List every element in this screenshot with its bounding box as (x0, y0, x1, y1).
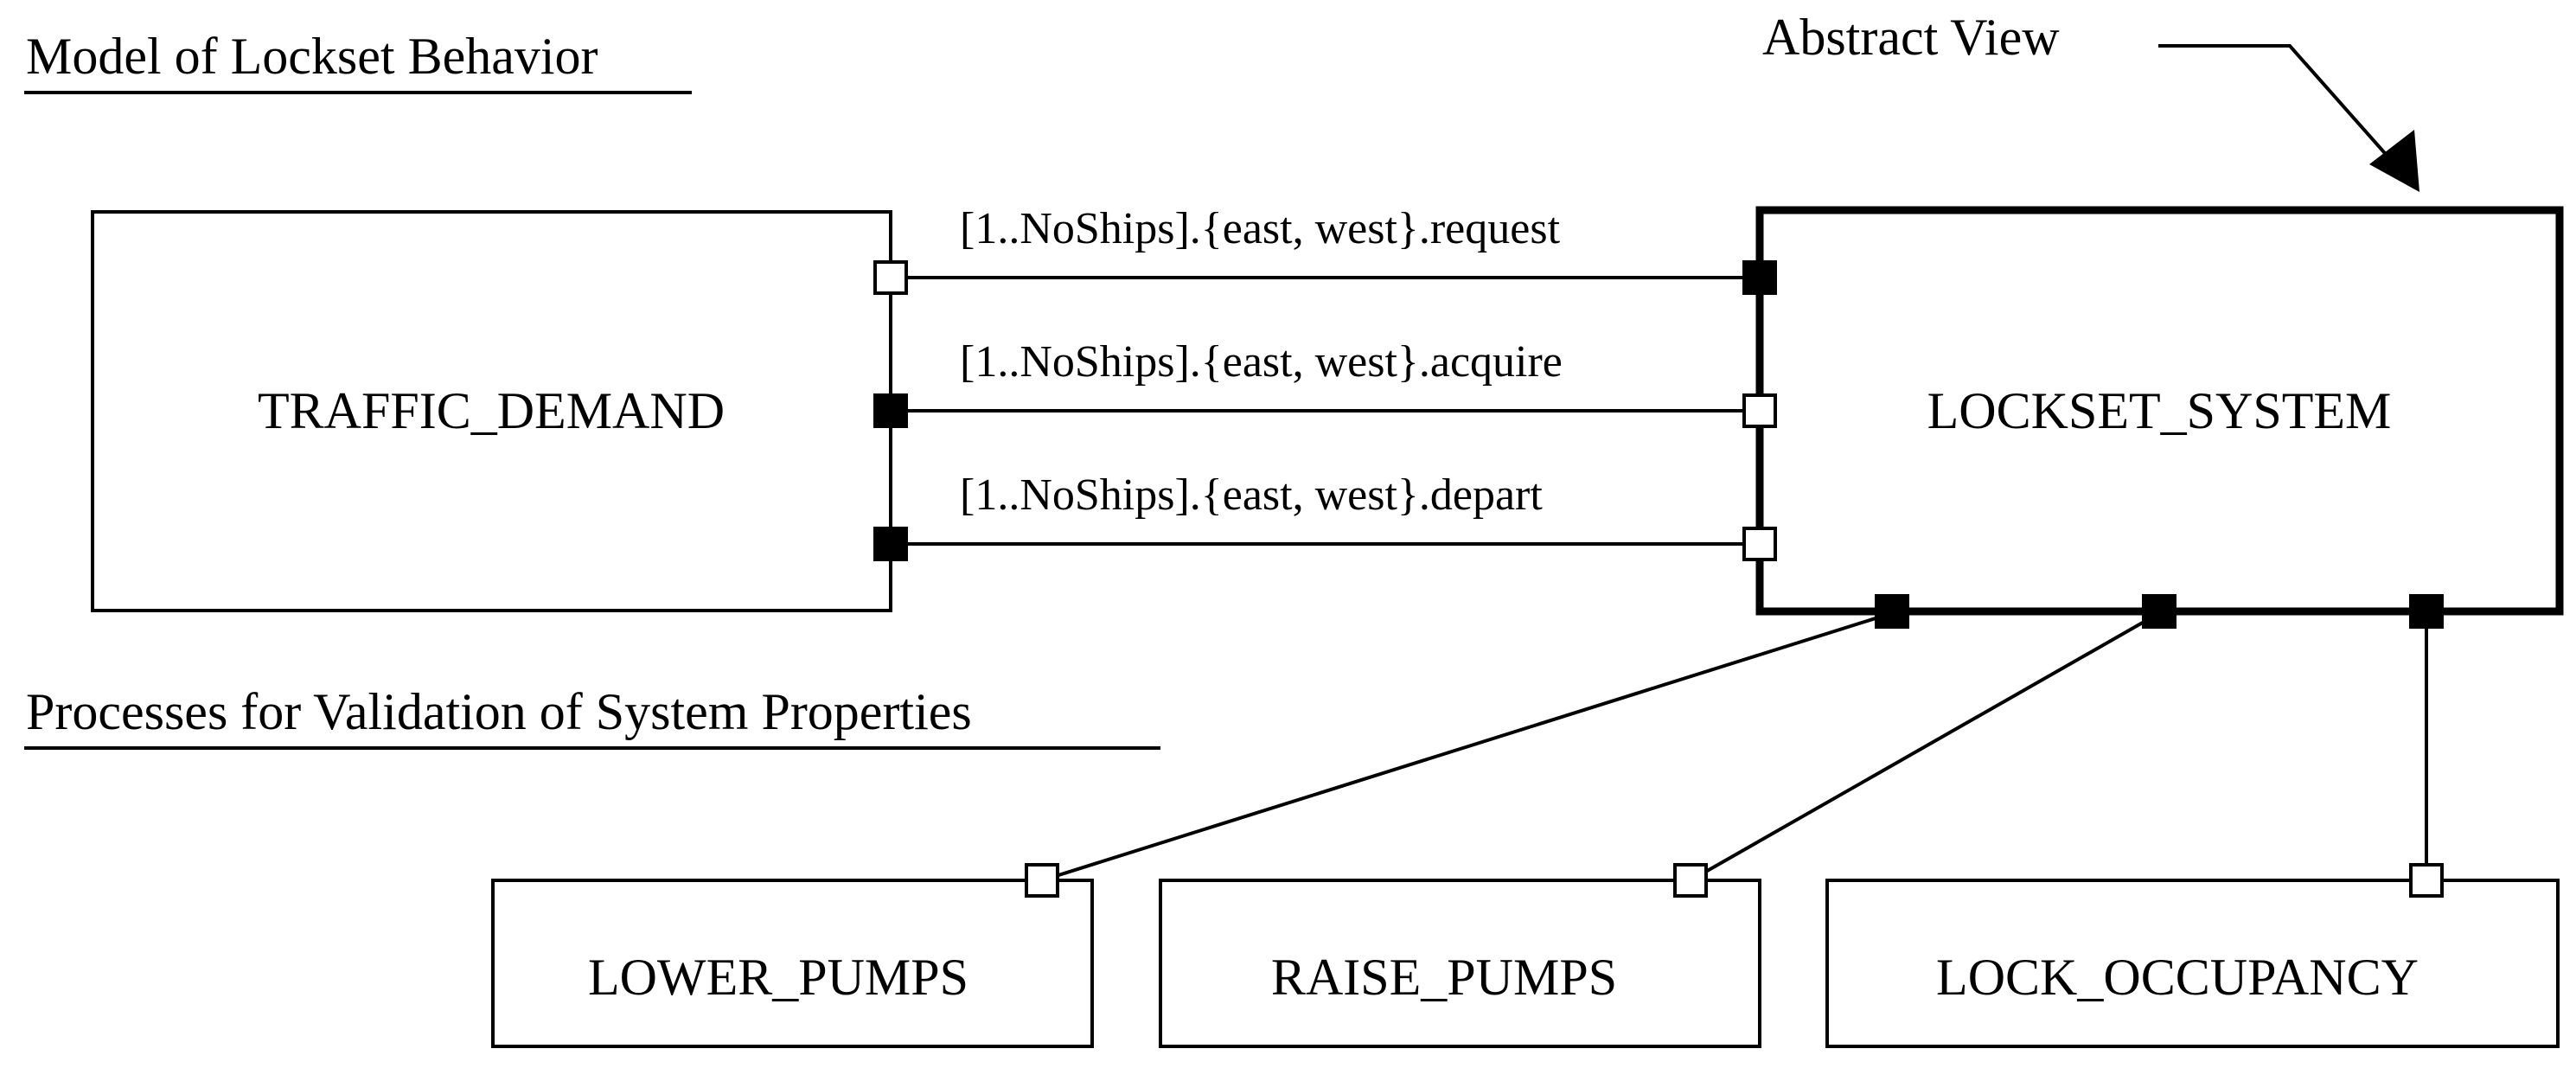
process-label-traffic-demand: TRAFFIC_DEMAND (258, 382, 725, 439)
port-lock-occupancy (2409, 863, 2444, 898)
port-lockset-lower-pumps (1875, 594, 1909, 629)
port-lockset-lock-occupancy (2409, 594, 2444, 629)
process-lower-pumps: LOWER_PUMPS (491, 879, 1094, 1048)
process-label-raise-pumps: RAISE_PUMPS (1271, 949, 1617, 1006)
channel-label-acquire: [1..NoShips].{east, west}.acquire (960, 337, 1563, 387)
port-raise-pumps (1673, 863, 1708, 898)
abstract-view-label: Abstract View (1762, 9, 2060, 66)
port-lockset-raise-pumps (2142, 594, 2176, 629)
process-lockset-system: LOCKSET_SYSTEM (1755, 206, 2564, 616)
validation-heading: Processes for Validation of System Prope… (26, 683, 972, 740)
abstract-view-arrow (2158, 44, 2419, 192)
process-label-lockset-system: LOCKSET_SYSTEM (1927, 382, 2392, 439)
channel-label-depart: [1..NoShips].{east, west}.depart (960, 470, 1543, 520)
port-lockset-acquire (1742, 393, 1777, 428)
process-raise-pumps: RAISE_PUMPS (1159, 879, 1761, 1048)
model-heading: Model of Lockset Behavior (26, 28, 598, 85)
process-label-lower-pumps: LOWER_PUMPS (588, 949, 968, 1006)
port-traffic-demand-request (873, 260, 908, 295)
process-traffic-demand: TRAFFIC_DEMAND (91, 210, 892, 612)
channel-connectors (891, 276, 2428, 882)
port-traffic-demand-acquire (873, 393, 908, 428)
process-label-lock-occupancy: LOCK_OCCUPANCY (1936, 949, 2419, 1006)
port-lockset-depart (1742, 527, 1777, 561)
port-lockset-request (1742, 260, 1777, 295)
port-traffic-demand-depart (873, 527, 908, 561)
process-lock-occupancy: LOCK_OCCUPANCY (1825, 879, 2560, 1048)
port-lower-pumps (1025, 863, 1059, 898)
channel-label-request: [1..NoShips].{east, west}.request (960, 204, 1561, 253)
